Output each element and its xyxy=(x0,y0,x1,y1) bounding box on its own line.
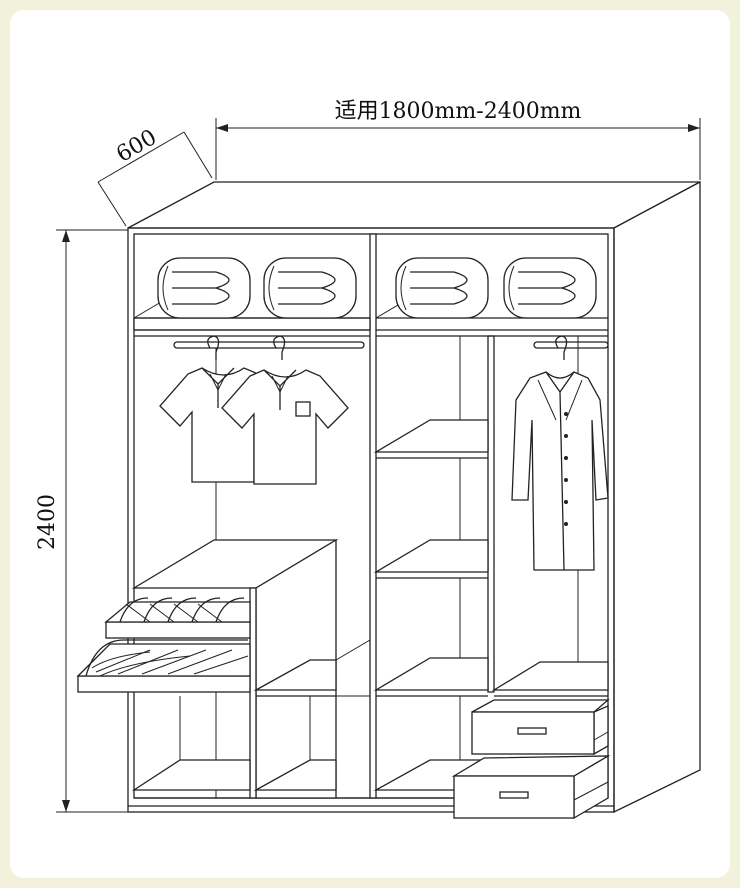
drawer-handle-icon xyxy=(499,791,529,799)
drawer-handle-icon xyxy=(517,727,547,735)
height-label: 2400 xyxy=(35,494,60,550)
depth-label: 600 xyxy=(112,125,161,168)
cabinet-body xyxy=(127,180,701,814)
polo-shirt-icon xyxy=(159,367,349,485)
width-dimension: 适用1800mm-2400mm xyxy=(215,99,701,180)
shoe-rack-icon xyxy=(76,597,251,693)
drawers xyxy=(451,699,611,820)
inner-cabinet xyxy=(131,538,489,799)
width-label: 适用1800mm-2400mm xyxy=(335,99,582,124)
height-dimension: 2400 xyxy=(35,229,128,813)
hanger-icon xyxy=(207,335,568,360)
folded-towel-icon xyxy=(157,257,597,319)
drawer-upper xyxy=(471,699,610,756)
long-coat-icon xyxy=(511,371,609,571)
drawer-lower xyxy=(451,754,611,820)
